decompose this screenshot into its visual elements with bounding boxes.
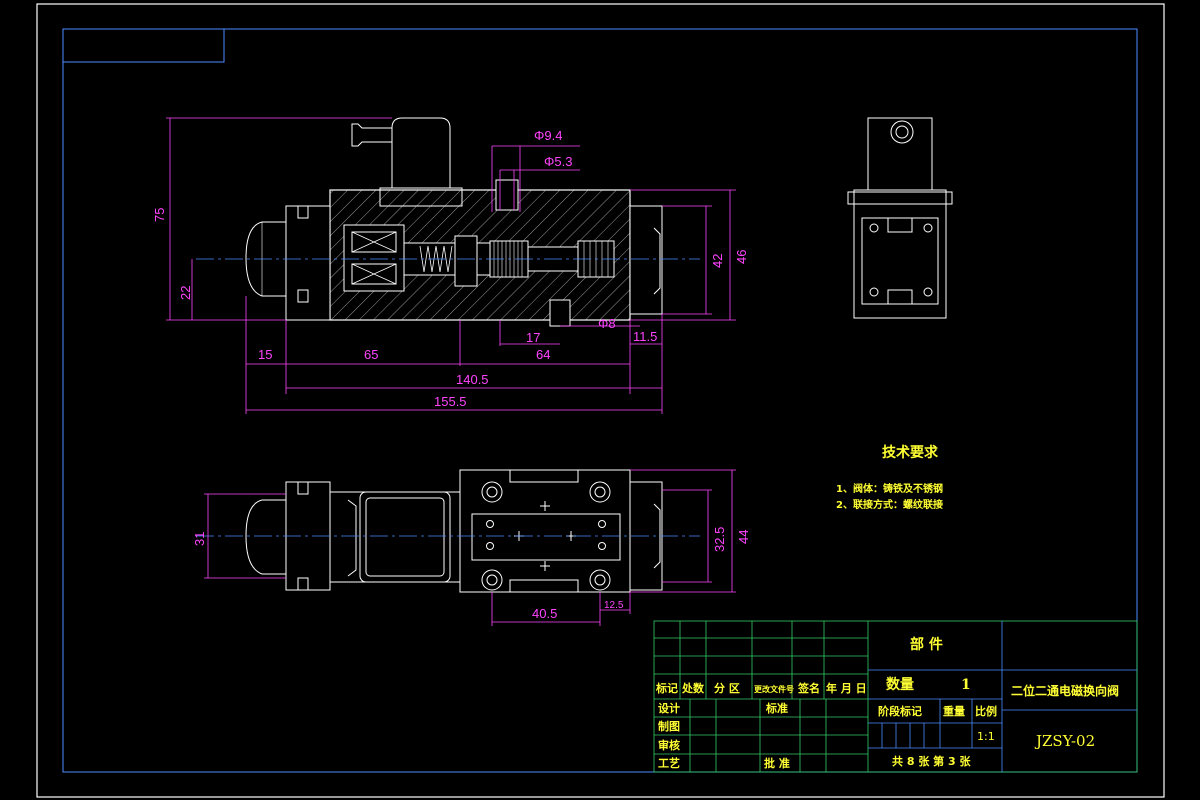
corner-box	[62, 28, 225, 63]
dim-31: 31	[192, 532, 207, 546]
dim-phi8: Φ8	[598, 316, 616, 331]
tb-drafting: 制图	[658, 719, 680, 733]
top-view	[196, 469, 700, 593]
tb-weight-label: 重量	[943, 704, 965, 718]
tb-scale-label: 比例	[975, 704, 997, 718]
dim-64: 64	[536, 347, 550, 362]
dim-17: 17	[526, 330, 540, 345]
dim-32_5: 32.5	[712, 527, 727, 552]
outer-border	[36, 3, 1165, 798]
dim-phi5_3: Φ5.3	[544, 154, 572, 169]
tb-rev-count: 处数	[681, 681, 705, 695]
tb-approve: 批 准	[764, 756, 790, 770]
tb-scale-value: 1:1	[977, 730, 995, 743]
dim-phi9_4: Φ9.4	[534, 128, 562, 143]
tech-req-title: 技术要求	[882, 444, 939, 461]
dim-44: 44	[736, 530, 751, 544]
dim-75: 75	[152, 208, 167, 222]
dim-65: 65	[364, 347, 378, 362]
dim-46: 46	[734, 250, 749, 264]
tb-standard: 标准	[765, 701, 788, 715]
tech-req-item-1: 1、阀体：铸铁及不锈钢	[836, 482, 943, 495]
tb-drawing-no: JZSY-02	[1034, 732, 1095, 750]
tb-drawing-name: 二位二通电磁换向阀	[1011, 683, 1119, 698]
tb-rev-sign: 签名	[797, 681, 820, 695]
top-dimensions	[204, 469, 736, 626]
tech-requirements: 技术要求 1、阀体：铸铁及不锈钢 2、联接方式：螺纹联接	[836, 444, 943, 511]
dim-155_5: 155.5	[434, 394, 467, 409]
tb-part-label: 部 件	[910, 636, 943, 653]
tb-rev-mark: 标记	[655, 681, 678, 695]
tb-process: 工艺	[658, 756, 680, 770]
tb-sheets: 共 8 张 第 3 张	[892, 754, 971, 768]
tb-rev-date: 年 月 日	[826, 681, 867, 695]
dim-12_5: 12.5	[604, 600, 624, 611]
dim-11_5: 11.5	[633, 329, 657, 344]
tb-stage-label: 阶段标记	[878, 704, 922, 718]
tb-rev-docno: 更改文件号	[754, 684, 794, 694]
tb-review: 审核	[658, 738, 680, 752]
tb-design: 设计	[658, 701, 680, 715]
side-view	[847, 117, 953, 319]
inner-frame	[62, 28, 1138, 773]
front-view	[196, 117, 700, 327]
title-block: 部 件 数量 1 二位二通电磁换向阀 JZSY-02 阶段标记 重量 比例 1:…	[653, 620, 1138, 773]
front-dimensions	[166, 117, 736, 414]
dim-40_5: 40.5	[532, 606, 557, 621]
dim-42: 42	[710, 254, 725, 268]
dim-22: 22	[178, 286, 193, 300]
top-dimension-texts: 31 32.5 44 40.5 12.5	[192, 527, 751, 621]
tb-rev-zone: 分 区	[714, 681, 740, 695]
dim-15: 15	[258, 347, 272, 362]
front-dimension-texts: Φ9.4 Φ5.3 75 22 42 46 17 Φ8 11.5 15 65 6…	[152, 128, 749, 409]
tb-qty-label: 数量	[886, 676, 914, 693]
tech-req-item-2: 2、联接方式：螺纹联接	[836, 498, 943, 511]
tb-qty-value: 1	[961, 677, 971, 693]
dim-140_5: 140.5	[456, 372, 489, 387]
